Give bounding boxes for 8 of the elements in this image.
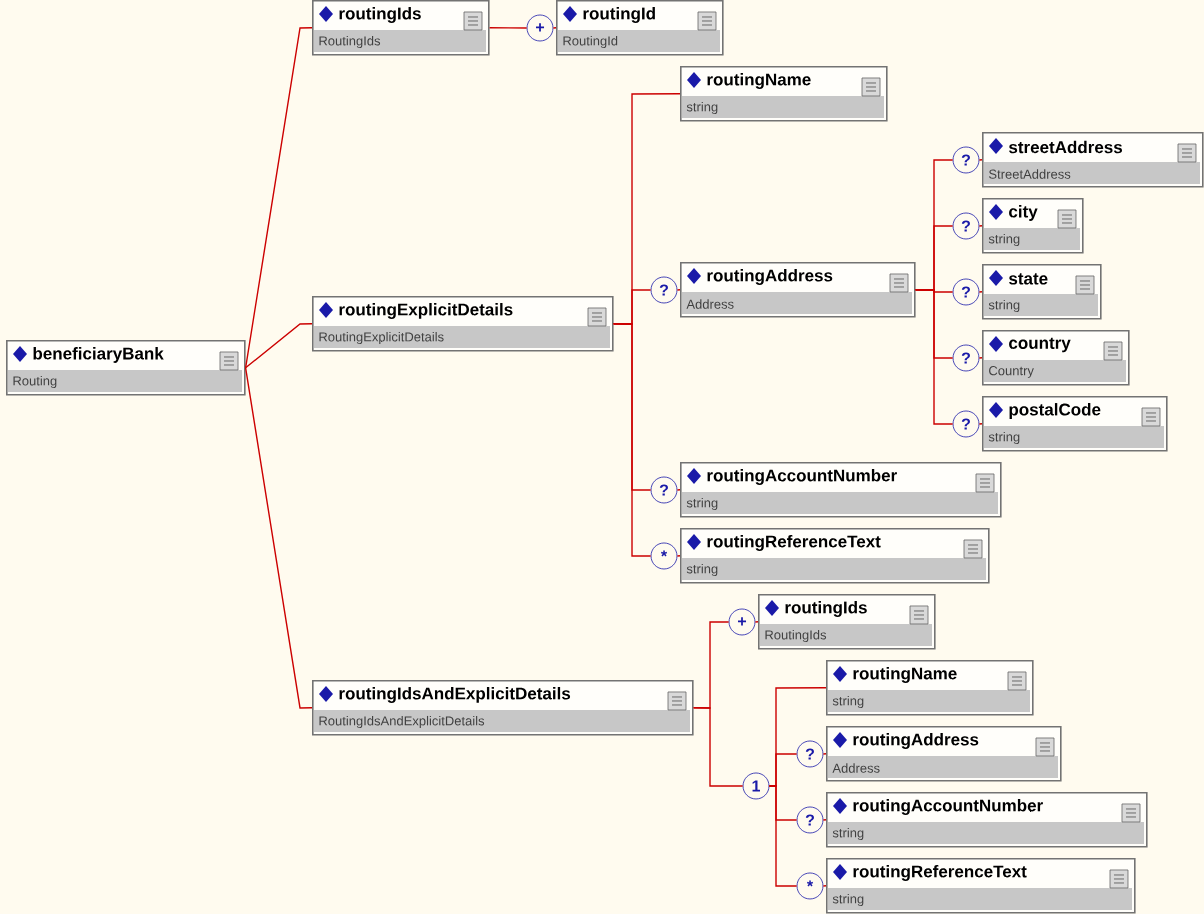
connector-line [488, 27, 528, 29]
connector-line [914, 289, 954, 425]
connector-line [244, 323, 313, 369]
connector-line [692, 707, 744, 787]
connector-line [244, 367, 313, 709]
connector-line [612, 323, 652, 557]
connector-line [768, 785, 798, 887]
connector-line [244, 27, 313, 369]
